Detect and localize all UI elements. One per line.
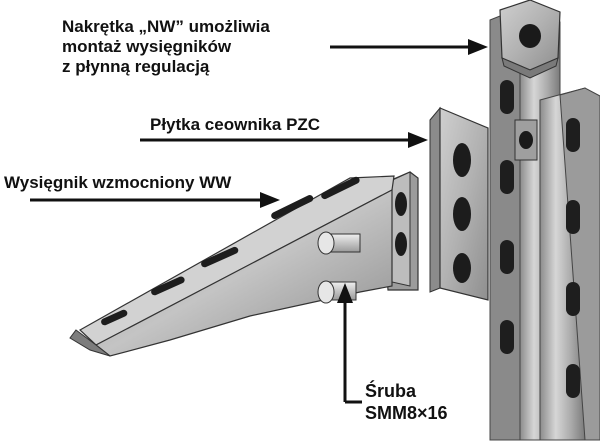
pzc-plate: [429, 106, 489, 301]
plate-slots: [453, 143, 471, 283]
arrow-bolt: [337, 283, 362, 404]
arm-ww: [69, 171, 419, 357]
label-nut-line-3: z płynną regulacją: [62, 57, 210, 76]
channel-profile: [489, 7, 600, 441]
label-arm-ww: Wysięgnik wzmocniony WW: [4, 173, 232, 192]
arrow-plate: [140, 132, 428, 148]
arm-slots: [101, 176, 360, 326]
bolt-upper: [317, 231, 361, 255]
channel-slots: [500, 80, 580, 398]
label-bolt-line-1: Śruba: [365, 381, 417, 401]
label-pzc-plate: Płytka ceownika PZC: [150, 115, 321, 134]
arrow-arm: [30, 192, 280, 208]
arrow-nut: [330, 39, 488, 55]
label-bolt-line-2: SMM8×16: [365, 403, 448, 423]
label-nut-line-1: Nakrętka „NW” umożliwia: [62, 17, 270, 36]
label-bolt: Śruba SMM8×16: [365, 380, 448, 424]
label-nut-line-2: montaż wysięgników: [62, 37, 232, 56]
nut-nw: [499, 0, 561, 161]
label-nut-nw: Nakrętka „NW” umożliwia montaż wysięgnik…: [62, 17, 270, 77]
